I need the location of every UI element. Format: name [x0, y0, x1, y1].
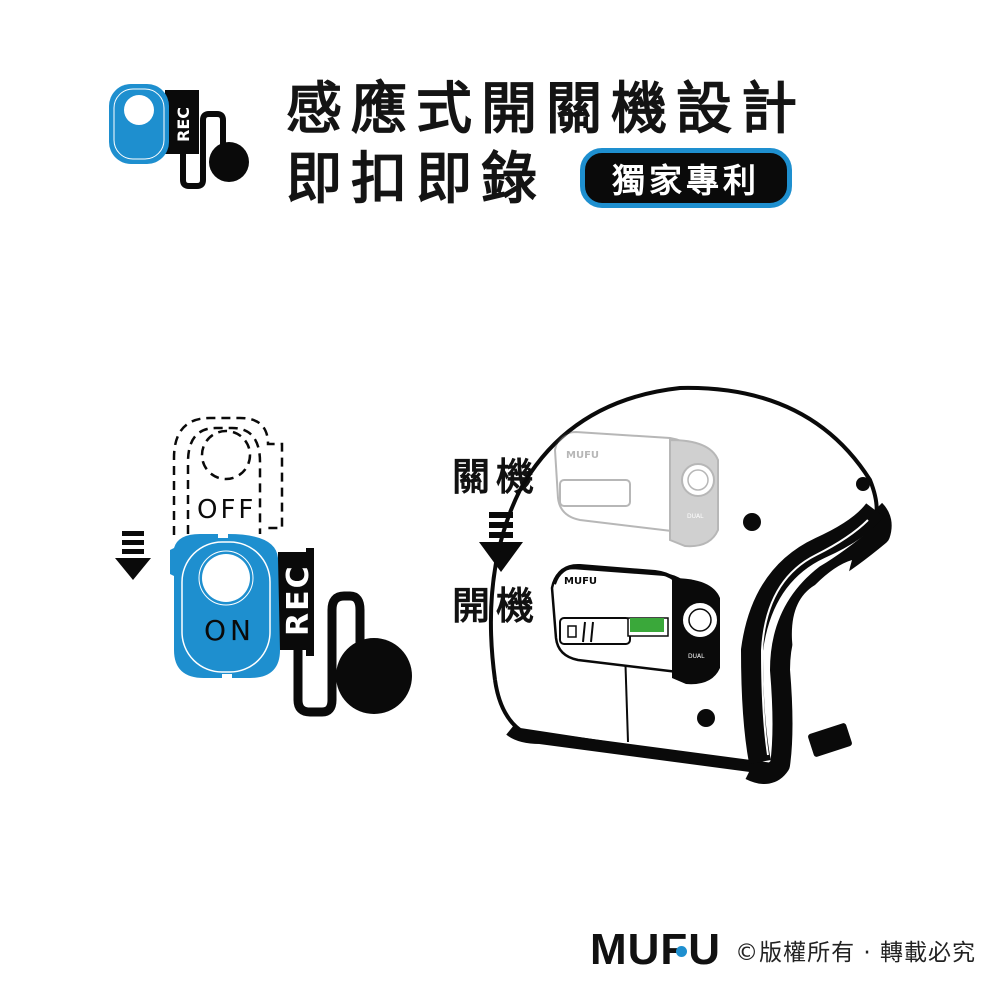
- on-switch-body: [170, 534, 280, 678]
- camera-on: MUFU DUAL: [550, 563, 720, 685]
- off-position-outline: [172, 416, 284, 535]
- helmet-diagram: MUFU DUAL MUFU DUAL: [488, 385, 892, 784]
- magnet-weight: [336, 638, 412, 714]
- brand-logo: MUFU: [590, 925, 722, 974]
- magnet-cable: [293, 591, 412, 717]
- footer: MUFU ©版權所有 · 轉載必究: [590, 928, 976, 972]
- camera-off-ghost: MUFU DUAL: [553, 430, 719, 548]
- switch-diagram: OFF REC ON: [115, 416, 412, 717]
- off-label: OFF: [197, 495, 256, 525]
- rec-icon-label: REC: [174, 107, 193, 142]
- down-arrow-icon: [115, 531, 151, 580]
- svg-text:DUAL: DUAL: [687, 513, 704, 520]
- camera-dual-label: DUAL: [688, 653, 705, 660]
- copyright-notice: ©版權所有 · 轉載必究: [735, 940, 977, 966]
- recording-indicator: [630, 618, 664, 632]
- on-label: ON: [204, 614, 255, 647]
- rec-label: REC: [281, 564, 316, 636]
- brand-logo-dot-icon: [676, 946, 687, 957]
- rec-switch-icon: REC: [109, 84, 249, 189]
- camera-brand-label: MUFU: [564, 576, 597, 587]
- patent-badge-label: 獨家專利: [612, 161, 760, 200]
- page-title-line2: 即扣即錄: [286, 147, 546, 212]
- patent-badge: 獨家專利: [580, 148, 792, 208]
- page-title-line1: 感應式開關機設計: [286, 77, 806, 142]
- svg-text:MUFU: MUFU: [566, 450, 599, 461]
